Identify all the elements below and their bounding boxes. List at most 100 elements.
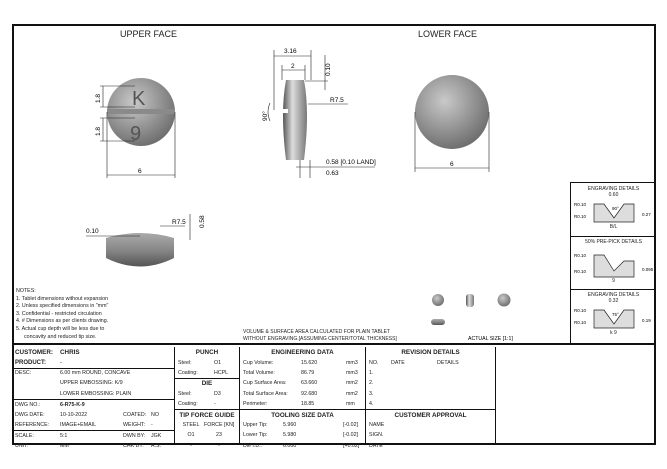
customer-chk: A.S. [151, 442, 162, 449]
customer-dwn_label: DWN BY: [123, 432, 146, 439]
engineering-rows-0-1: 15.620 [301, 359, 318, 366]
tooling-rows-1-0: Lower Tip: [243, 432, 268, 439]
engraving-2-r1: R0.10 [574, 308, 587, 313]
die-coating_label: Coating: [178, 401, 198, 408]
engraving-2-r2: R0.10 [574, 320, 587, 325]
customer-coated_label: COATED: [123, 411, 147, 418]
engraving-0-angle: 90° [612, 206, 619, 211]
customer-desc-2: LOWER EMBOSSING: PLAIN [60, 390, 132, 397]
notes-items-0: 1. Tablet dimensions without expansion [16, 295, 109, 302]
engraving-0-width: 0.60 [608, 192, 619, 198]
engineering-rows-1-2: mm3 [346, 369, 358, 376]
drawing-frame [12, 24, 656, 445]
punch-title: PUNCH [195, 348, 219, 356]
notes-items-1: 2. Unless specified dimensions in "mm" [16, 303, 109, 310]
customer-reference: IMAGE+EMAIL [60, 421, 97, 428]
engraving-2-width: 0.32 [608, 298, 619, 304]
revision-details: DETAILS [437, 359, 459, 366]
engraving-0-label: B/L [609, 224, 618, 230]
approval-rows-0: NAME [369, 421, 385, 428]
customer-unit: MM [60, 442, 69, 449]
upper-face-view: K 9 1.8 1.8 6 [95, 78, 176, 178]
punch-steel: O1 [214, 359, 222, 366]
tooling-title: TOOLING SIZE DATA [240, 409, 365, 419]
customer-dwn: JGK [151, 432, 162, 439]
tooling-rows-0-2: [-0.02] [343, 421, 359, 428]
customer-dwg_date: 10-10-2022 [60, 411, 88, 418]
tooling-rows-1-2: [-0.02] [343, 432, 359, 439]
tooling-rows-0-0: Upper Tip: [243, 421, 268, 428]
engineering-rows-3-2: mm2 [346, 390, 358, 397]
engineering-rows-4-1: 18.85 [301, 401, 315, 408]
tooling-rows-0-1: 5.960 [283, 421, 297, 428]
engineering-rows-2-1: 63.660 [301, 380, 318, 387]
engineering-rows-4-2: mm [346, 401, 355, 408]
dims-thickness: 3.16 [284, 48, 297, 55]
punch-coating_label: Coating: [178, 369, 198, 376]
tooling-rows-2-1: 6.000 [283, 442, 297, 449]
approval-title: CUSTOMER APPROVAL [366, 409, 495, 419]
customer-scale_label: SCALE: [15, 432, 34, 439]
customer-coated: NO [151, 411, 159, 418]
die-steel_label: Steel: [178, 390, 192, 397]
engineering-title: ENGINEERING DATA [271, 348, 334, 356]
dims-band: 2 [291, 63, 295, 70]
customer-product: - [60, 359, 62, 366]
dims-angle: 90° [261, 111, 269, 121]
customer-customer_label: CUSTOMER: [15, 348, 54, 356]
tip_force-col2: FORCE [KN] [204, 421, 235, 428]
engraving-2-depth: 0.19 [642, 318, 651, 323]
revision-no: NO. [369, 359, 379, 366]
punch-steel_label: Steel: [178, 359, 192, 366]
approval-rows-2: DATE [369, 442, 383, 449]
dims-emb_h2: 1.8 [95, 127, 102, 136]
calc_note-1: WITHOUT ENGRAVING.[ASSUMING CENTER/TOTAL… [243, 335, 397, 342]
dims-dia_upper: 6 [138, 168, 142, 175]
customer-section: CUSTOMER:CHRIS PRODUCT:- DESC:6.00 mm RO… [12, 347, 175, 449]
customer-desc_label: DESC: [15, 370, 32, 377]
die-coating: - [214, 401, 216, 408]
revision-rows-2: 3. [369, 390, 374, 397]
dims-break_h: 0.58 [199, 215, 206, 228]
lower-face-view: 6 [414, 75, 490, 172]
customer-product_label: PRODUCT: [15, 359, 46, 366]
engraving-0-depth: 0.27 [642, 212, 651, 217]
redacted-area [498, 349, 654, 443]
engraving-0-title: ENGRAVING DETAILS [587, 186, 640, 192]
notes-items-2: 3. Confidential - restricted circulation [16, 310, 102, 317]
engraving-2-title: ENGRAVING DETAILS [587, 292, 640, 298]
customer-scale: 5:1 [60, 432, 68, 439]
punch-coating: HCPL [214, 369, 229, 376]
dims-land: 0.58 [0.10 LAND] [326, 159, 376, 166]
lower-face-title: LOWER FACE [418, 29, 477, 39]
revision-rows-3: 4. [369, 401, 374, 408]
engraving-2-label: k 9 [610, 330, 617, 336]
engineering-rows-1-0: Total Volume: [243, 369, 275, 376]
engineering-rows-3-0: Total Surface Area: [243, 390, 288, 397]
customer-customer: CHRIS [60, 348, 80, 356]
engineering-rows-1-1: 86.79 [301, 369, 315, 376]
engraving-1-depth: 0.095 [642, 267, 654, 272]
dims-emb_h1: 1.8 [95, 94, 102, 103]
engraving-1-r1: R0.10 [574, 253, 587, 258]
dims-dia_lower: 6 [450, 161, 454, 168]
tip_force-title: TIP FORCE GUIDE [175, 409, 239, 419]
notes-items-3: 4. # Dimensions as per clients drawing. [16, 318, 109, 325]
customer-dwg_date_label: DWG DATE: [15, 411, 45, 418]
die-title: DIE [175, 378, 239, 388]
engraving-0-r2: R0.10 [574, 214, 587, 219]
tooling-rows-2-2: [+0.02] [343, 442, 360, 449]
customer-reference_label: REFERENCE: [15, 421, 50, 428]
customer-chk_label: CHK BY: [123, 442, 144, 449]
notes-title: NOTES: [16, 288, 36, 294]
engraving-1-title: 50% PRE-PICK DETAILS [585, 239, 642, 245]
tip_force-rows-0-1: 23 [216, 432, 222, 439]
tooling-rows-1-1: 5.980 [283, 432, 297, 439]
